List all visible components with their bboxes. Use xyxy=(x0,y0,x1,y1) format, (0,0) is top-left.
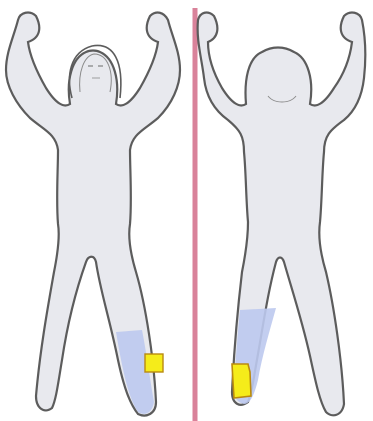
front-alert-marker[interactable] xyxy=(145,354,163,372)
back-alert-marker[interactable] xyxy=(232,364,251,398)
